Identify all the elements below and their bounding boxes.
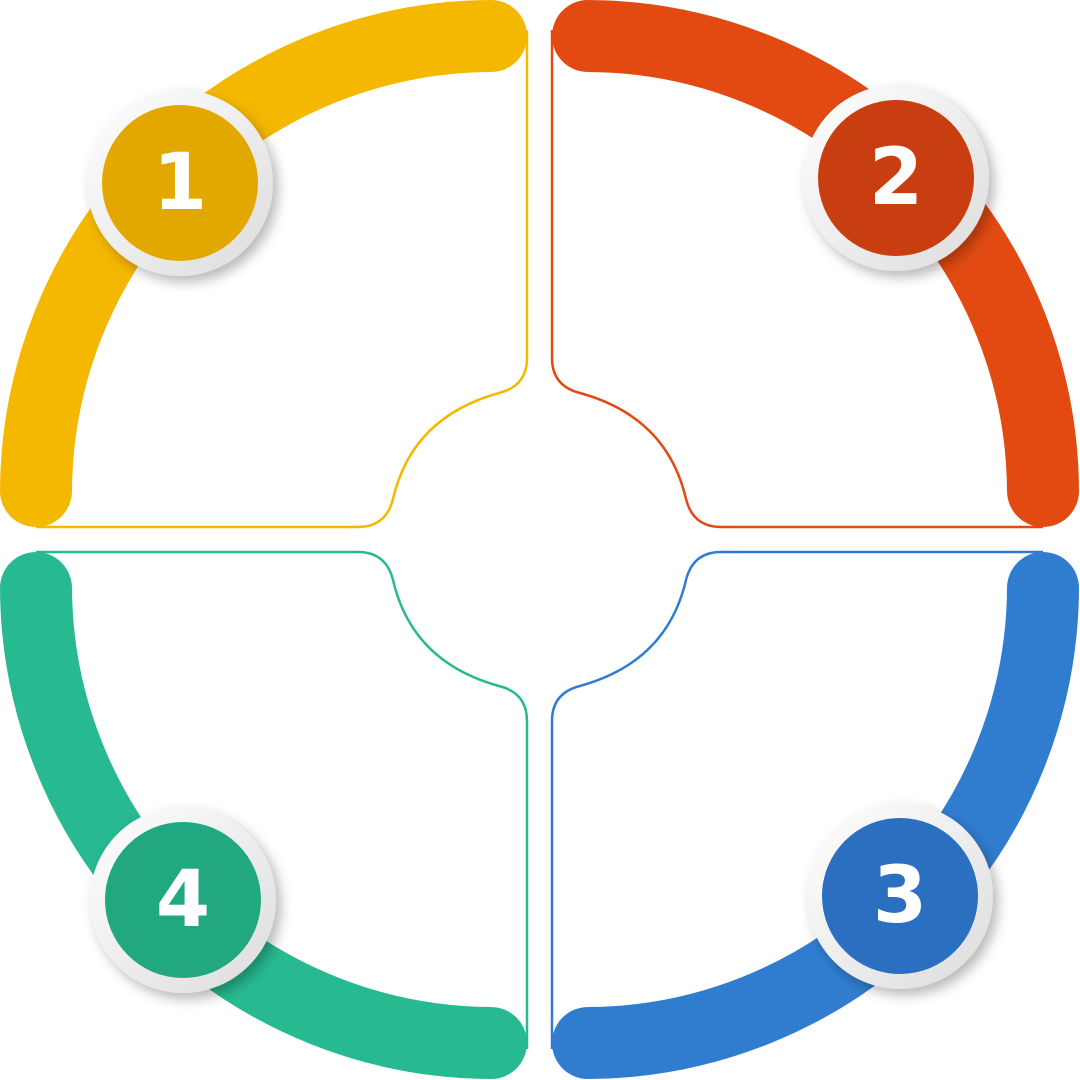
quadrant-3-panel-outline [550,550,1043,1049]
quadrant-1 [0,0,529,529]
badge-1-disc [102,105,258,261]
quadrant-4-panel-outline [36,550,529,1049]
badge-1-number: 1 [153,138,207,228]
badge-2-disc [818,100,974,256]
quadrant-4 [0,550,529,1079]
step-badge-3: 3 [807,803,993,989]
badge-4-number: 4 [156,855,210,945]
step-badge-2: 2 [803,85,989,271]
quadrant-3-arc [552,552,1079,1079]
badge-2-number: 2 [869,133,923,223]
quadrant-3 [550,550,1079,1079]
quadrant-4-arc [0,552,527,1079]
badge-4-disc [105,822,261,978]
quadrant-2 [550,0,1079,529]
quadrant-2-panel-outline [550,30,1043,529]
badge-3-disc [822,818,978,974]
badge-3-number: 3 [873,851,927,941]
quadrant-1-panel-outline [36,30,529,529]
quadrant-2-arc [552,0,1079,527]
step-badge-1: 1 [87,90,273,276]
quadrant-1-arc [0,0,527,527]
step-badge-4: 4 [90,807,276,993]
